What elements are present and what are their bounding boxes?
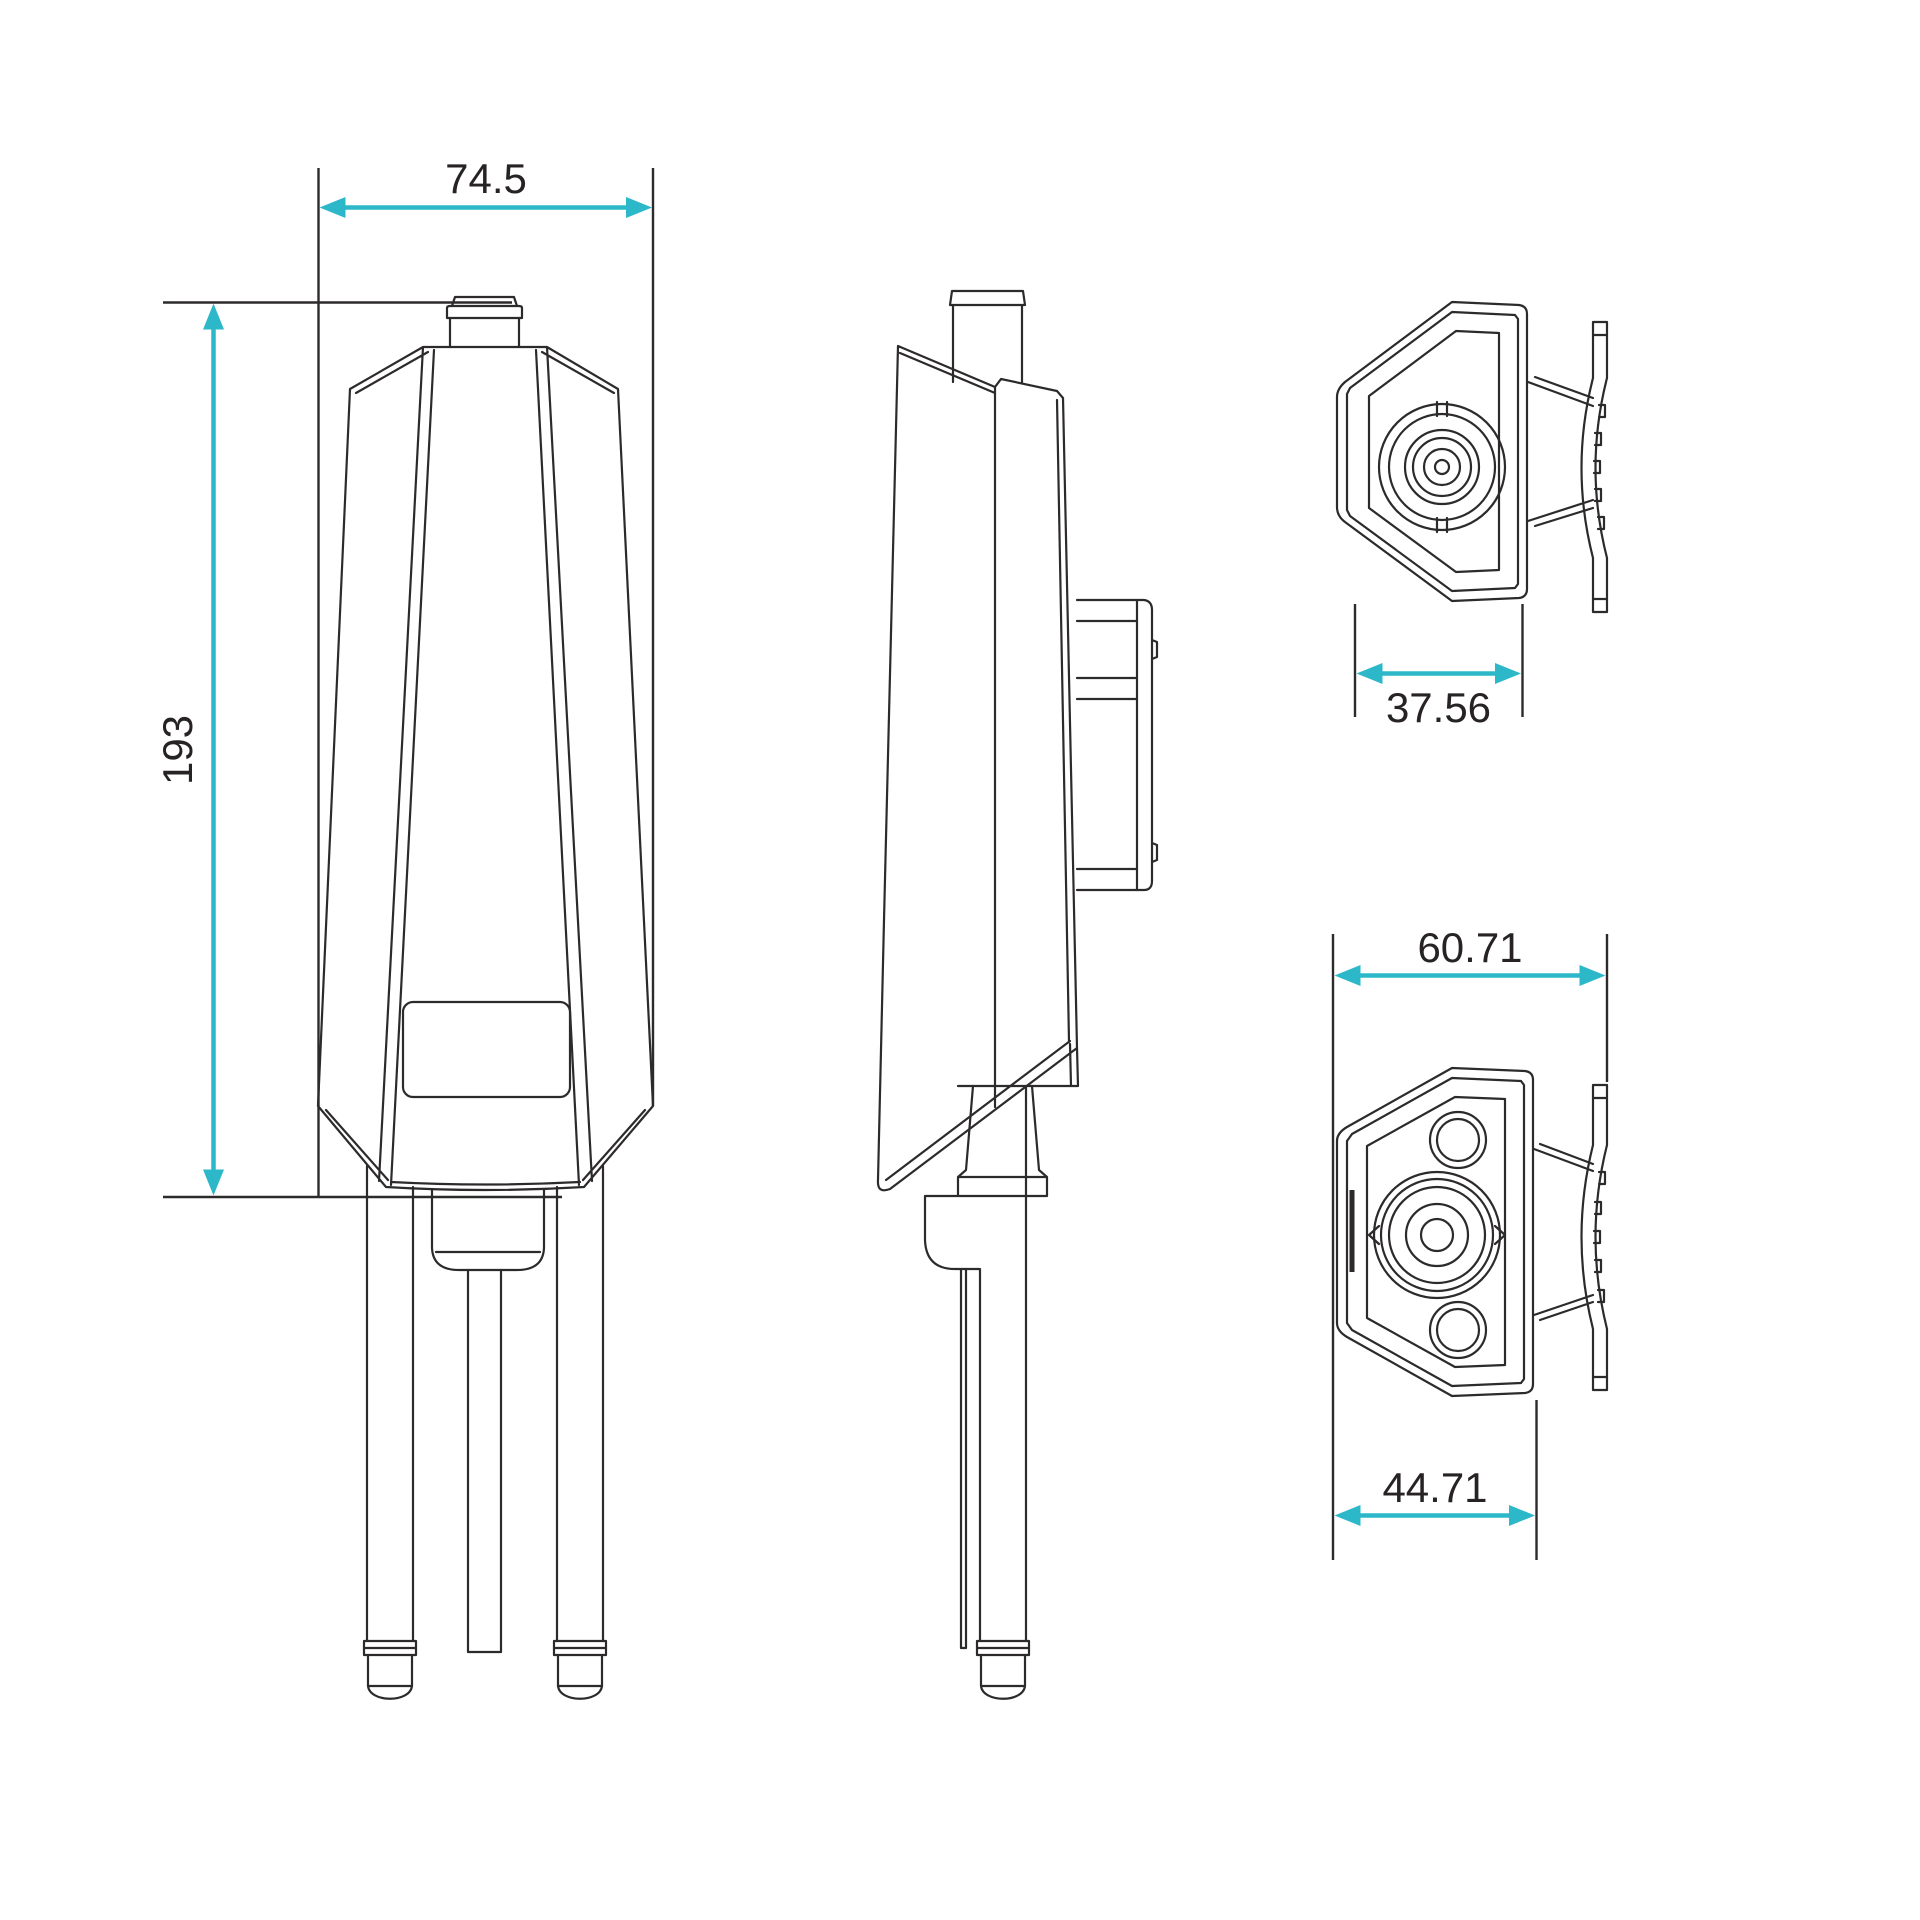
- gland-nut-outer: [1372, 1170, 1502, 1300]
- front-antenna-right: [552, 1164, 608, 1700]
- extension-lines: [1353, 604, 1524, 717]
- side-flat-cable: [959, 1267, 968, 1650]
- dimension-bottom-body-width: 44.71: [1334, 1400, 1538, 1560]
- arrowhead-left-icon: [1334, 1505, 1361, 1526]
- port-ring-outer: [1377, 402, 1507, 532]
- dimension-label: 74.5: [445, 155, 527, 202]
- side-view: [876, 289, 1159, 1700]
- front-view: [316, 295, 655, 1700]
- dimension-front-height: 193: [154, 301, 562, 1199]
- port-ring: [1403, 428, 1481, 506]
- antenna-port-upper: [1428, 1110, 1488, 1170]
- dimension-label: 193: [154, 715, 201, 785]
- arrowhead-right-icon: [626, 197, 652, 218]
- bottom-mount-bracket: [1532, 1083, 1609, 1392]
- top-mount-bracket: [1526, 320, 1609, 614]
- side-mount-bracket: [1075, 598, 1159, 892]
- side-cable-gland: [923, 1084, 1049, 1271]
- dimension-bottom-overall-width: 60.71: [1331, 924, 1609, 1560]
- arrowhead-right-icon: [1509, 1505, 1535, 1526]
- front-top-connector: [445, 295, 524, 349]
- arrowhead-left-icon: [1356, 663, 1383, 684]
- gland-ring-mid: [1404, 1202, 1470, 1268]
- extension-lines: [317, 168, 655, 1198]
- gland-nut-points: [1367, 1224, 1507, 1246]
- side-top-connector: [948, 289, 1027, 384]
- top-antenna-port: [1377, 400, 1507, 534]
- dimension-label: 37.56: [1386, 684, 1491, 731]
- side-antenna: [975, 1084, 1031, 1700]
- arrowhead-right-icon: [1579, 965, 1606, 986]
- arrowhead-down-icon: [203, 1169, 224, 1196]
- gland-nut: [1379, 1177, 1495, 1293]
- front-label-plate: [401, 1000, 572, 1099]
- gland-ring: [1387, 1185, 1487, 1285]
- port-ring: [1387, 412, 1497, 522]
- bottom-view: [1335, 1066, 1609, 1398]
- port-ring: [1422, 447, 1462, 487]
- front-flat-cable: [466, 1268, 503, 1654]
- port-ring: [1411, 436, 1473, 498]
- antenna-port-lower: [1428, 1300, 1488, 1360]
- arrowhead-up-icon: [203, 303, 224, 330]
- port-center-pin: [1433, 458, 1451, 476]
- side-body-outline: [876, 344, 1080, 1192]
- arrowhead-left-icon: [1334, 965, 1361, 986]
- arrowhead-right-icon: [1495, 663, 1521, 684]
- front-cable-gland: [430, 1188, 546, 1272]
- antenna-port-upper-inner: [1435, 1117, 1481, 1163]
- bottom-body-outline: [1335, 1066, 1535, 1398]
- top-view: [1335, 300, 1609, 614]
- extension-lines: [1331, 934, 1609, 1560]
- dimension-front-width: 74.5: [317, 155, 655, 1198]
- dimension-label: 44.71: [1382, 1464, 1487, 1511]
- antenna-port-lower-inner: [1435, 1307, 1481, 1353]
- bottom-connectors: [1367, 1110, 1507, 1360]
- port-tabs: [1435, 400, 1449, 534]
- top-body-outline: [1335, 300, 1529, 603]
- dimension-label: 60.71: [1417, 924, 1522, 971]
- arrowhead-left-icon: [319, 197, 346, 218]
- front-antenna-left: [362, 1164, 418, 1700]
- extension-lines: [163, 301, 562, 1199]
- front-body-outline: [316, 345, 655, 1192]
- dimension-top-width: 37.56: [1353, 604, 1524, 731]
- gland-center: [1419, 1217, 1455, 1253]
